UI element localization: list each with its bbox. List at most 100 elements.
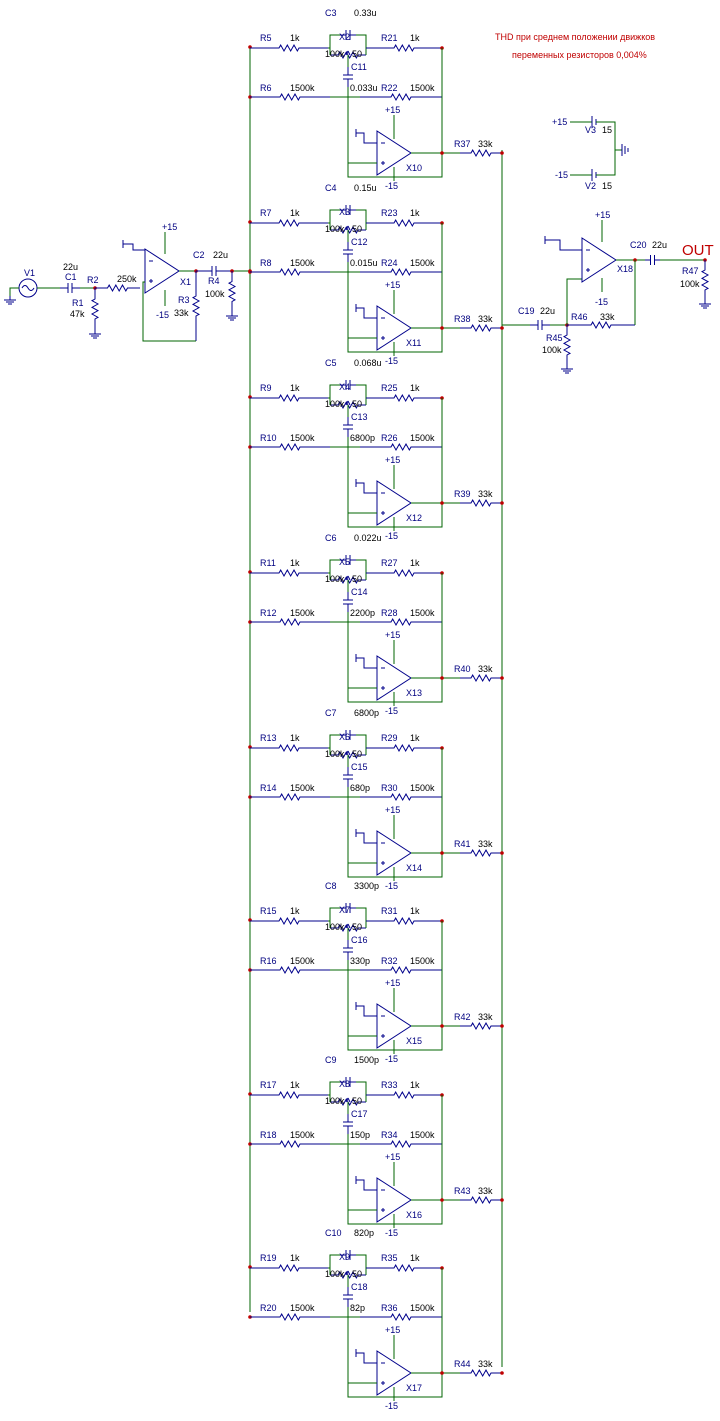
wire (328, 1081, 340, 1096)
resistor-output (460, 1368, 502, 1378)
opamp-band (376, 1003, 412, 1049)
cap-value: 3300p (354, 881, 379, 891)
resistor-top-right (366, 743, 442, 753)
resistor-bottom-left (250, 442, 330, 452)
cap-name: C11 (351, 62, 367, 72)
resistor-value: 1k (290, 733, 300, 743)
wire (566, 278, 582, 325)
resistor-value: 1500k (290, 956, 315, 966)
cap-name: C17 (351, 1109, 368, 1119)
resistor-value: 1500k (410, 608, 435, 618)
ground-icon (699, 300, 711, 309)
v3-plus-label: +15 (552, 117, 567, 127)
c19-value: 22u (540, 306, 555, 316)
pot-name: X8 (339, 1079, 350, 1089)
wire (347, 654, 377, 689)
resistor-value: 33k (478, 664, 493, 674)
resistor-top-right (366, 393, 442, 403)
cap-name: C5 (325, 358, 337, 368)
resistor-output (460, 1195, 502, 1205)
wire (356, 734, 367, 748)
wire (328, 209, 340, 224)
resistor-r1 (90, 288, 100, 330)
resistor-top-right (366, 568, 442, 578)
x18-ground-icon (544, 236, 582, 251)
r47-name: R47 (682, 266, 699, 276)
opamp-ground-icon (355, 829, 377, 844)
resistor-bottom-right (360, 267, 442, 277)
resistor-label: R7 (260, 208, 272, 218)
resistor-value: 1500k (410, 1303, 435, 1313)
resistor-bottom-right (360, 92, 442, 102)
wire (347, 503, 443, 528)
capacitor-c2 (196, 266, 232, 276)
wire (347, 678, 443, 703)
cap-value: 150p (350, 1130, 370, 1140)
pot-ratio: 50 (352, 399, 362, 409)
resistor-value: 1k (290, 906, 300, 916)
resistor-top-right (366, 1263, 442, 1273)
resistor-label: R39 (454, 489, 471, 499)
cap-name: C18 (351, 1282, 368, 1292)
resistor-value: 1500k (410, 258, 435, 268)
resistor-output (460, 323, 502, 333)
resistor-top-left (250, 43, 328, 53)
capacitor-c-top (340, 730, 356, 740)
resistor-r4 (227, 271, 237, 312)
resistor-top-right (366, 43, 442, 53)
output-label: OUT (682, 242, 714, 259)
resistor-value: 33k (478, 139, 493, 149)
opamp-band (376, 1177, 412, 1223)
wire (356, 1081, 367, 1095)
wire (347, 1349, 377, 1384)
capacitor-c-mid (343, 242, 353, 262)
resistor-label: R22 (381, 83, 398, 93)
cap-value: 6800p (354, 708, 379, 718)
opamp-plus15: +15 (385, 1152, 400, 1162)
capacitor-c20 (645, 255, 660, 265)
opamp-name: X12 (406, 513, 422, 523)
pot-value: 100k (325, 224, 345, 234)
opamp-name: X13 (406, 688, 422, 698)
x18-plus15: +15 (595, 210, 610, 220)
pot-name: X7 (339, 905, 350, 915)
junction-dot (500, 1198, 504, 1202)
cap-name: C10 (325, 1228, 342, 1238)
resistor-output (460, 1021, 502, 1031)
resistor-value: 1k (290, 1253, 300, 1263)
opamp-ground-icon (355, 654, 377, 669)
resistor-bottom-left (250, 1312, 330, 1322)
resistor-value: 1k (410, 1080, 420, 1090)
resistor-bottom-left (250, 965, 330, 975)
cap-value: 0.33u (354, 8, 377, 18)
cap-value: 330p (350, 956, 370, 966)
wire (356, 907, 367, 921)
wire (347, 1002, 377, 1037)
capacitor-c-top (340, 205, 356, 215)
resistor-label: R41 (454, 839, 471, 849)
cap-value: 0.022u (354, 533, 382, 543)
wire-source-ground (9, 287, 19, 296)
resistor-bottom-right (360, 617, 442, 627)
wire (328, 734, 340, 749)
resistor-label: R5 (260, 33, 272, 43)
opamp-band (376, 830, 412, 876)
pot-ratio: 50 (352, 49, 362, 59)
ground-icon (561, 365, 573, 374)
wiper-arrow-icon (345, 50, 351, 56)
r45-value: 100k (542, 345, 562, 355)
junction-dot (440, 1024, 444, 1028)
opamp-ground-icon (355, 1002, 377, 1017)
resistor-value: 1k (290, 383, 300, 393)
opamp-name: X11 (406, 338, 421, 348)
resistor-label: R27 (381, 558, 398, 568)
wiper-arrow-icon (345, 923, 351, 929)
resistor-value: 1k (290, 1080, 300, 1090)
opamp-minus15: -15 (385, 1228, 398, 1238)
junction-dot (440, 151, 444, 155)
junction-dot (440, 1198, 444, 1202)
wire (347, 829, 377, 864)
junction-dot (500, 151, 504, 155)
opamp-minus15: -15 (385, 1401, 398, 1411)
